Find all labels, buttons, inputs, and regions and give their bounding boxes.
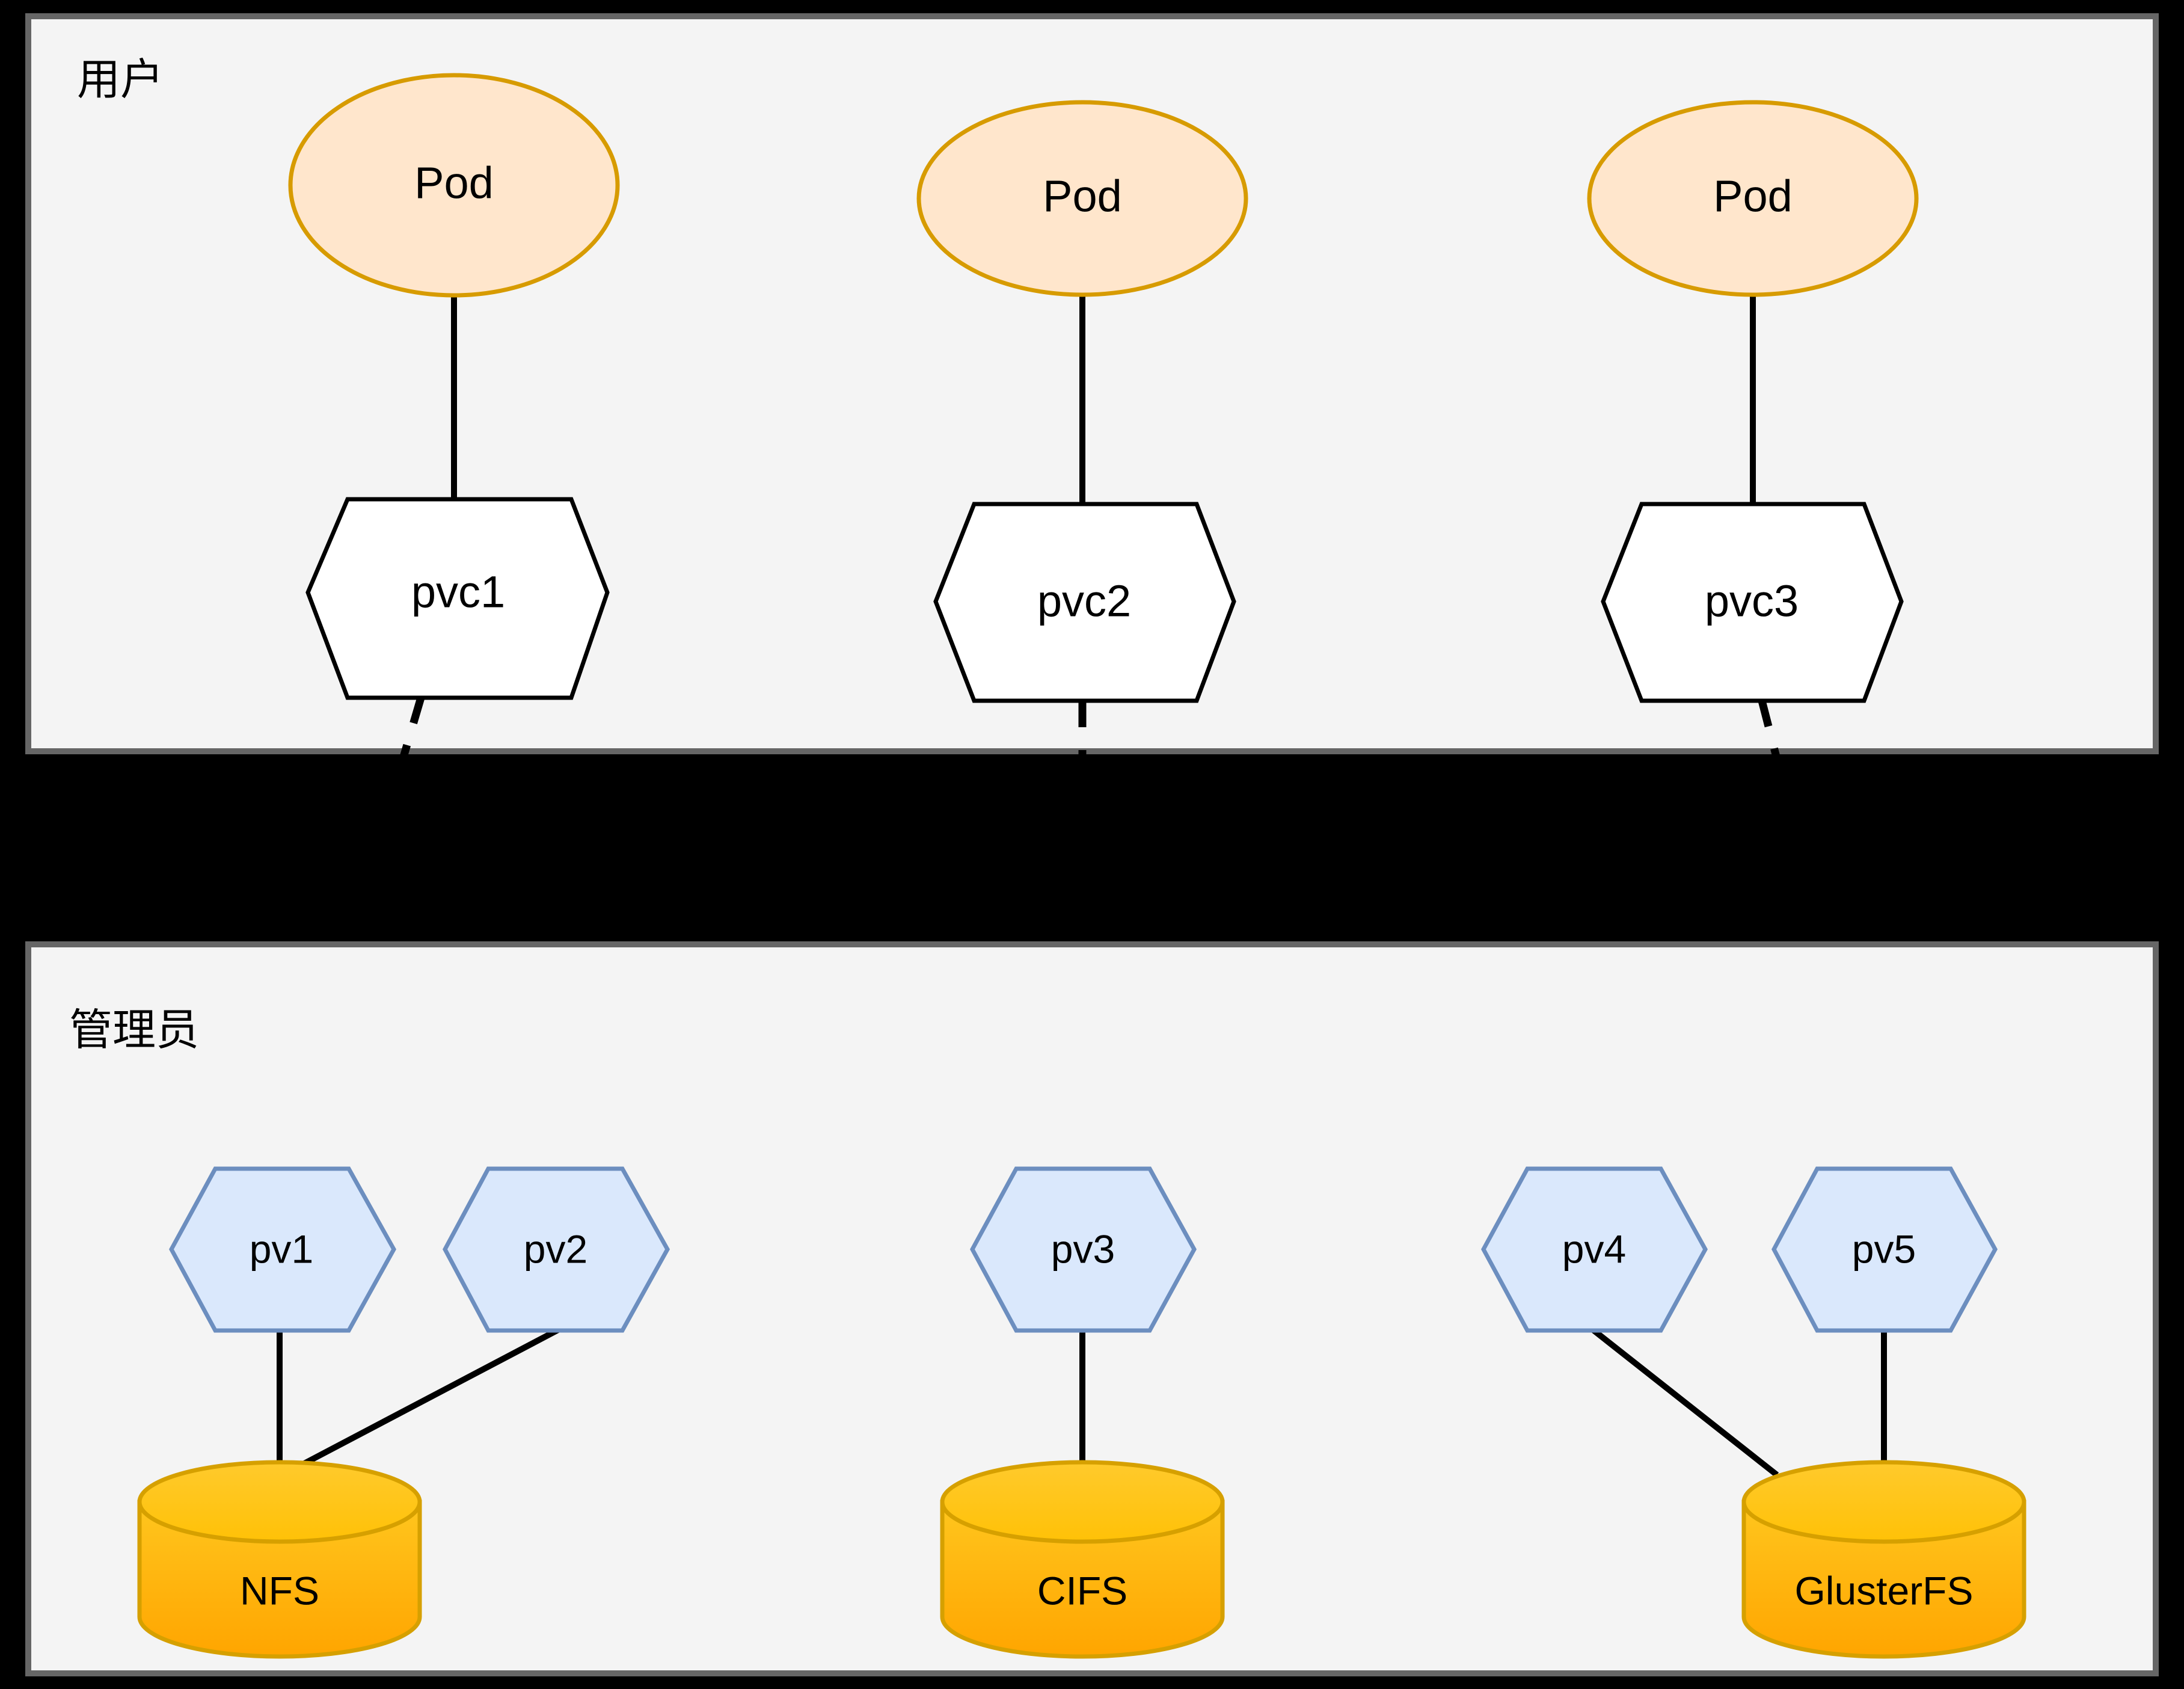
pv-3-hexagon[interactable]	[970, 1166, 1197, 1333]
storage-glusterfs[interactable]: GlusterFS	[1741, 1460, 2026, 1659]
pvc-3-label: pvc3	[1705, 576, 1799, 626]
pvc-1-label: pvc1	[411, 567, 505, 617]
admin-panel-label: 管理员	[69, 1006, 199, 1054]
pv-5[interactable]: pv5	[1771, 1166, 1998, 1333]
pv-3[interactable]: pv3	[970, 1166, 1197, 1333]
pvc-2-label: pvc2	[1037, 576, 1131, 626]
storage-glusterfs-label: GlusterFS	[1794, 1568, 1973, 1613]
storage-nfs-body[interactable]	[137, 1500, 422, 1659]
pod-1-ellipse[interactable]	[288, 73, 620, 298]
pod-3-ellipse[interactable]	[1587, 100, 1919, 297]
pvc-3[interactable]: pvc3	[1601, 502, 1904, 703]
storage-glusterfs-top	[1741, 1460, 2026, 1544]
pv-2-hexagon[interactable]	[443, 1166, 670, 1333]
pvc-2-hexagon[interactable]	[933, 502, 1236, 703]
pvc-1-hexagon[interactable]	[305, 497, 610, 700]
storage-cifs-body[interactable]	[940, 1500, 1225, 1659]
pv-4-label: pv4	[1562, 1226, 1626, 1271]
pod-2-ellipse[interactable]	[916, 100, 1248, 297]
pv-1-hexagon[interactable]	[169, 1166, 397, 1333]
pv-5-hexagon[interactable]	[1771, 1166, 1998, 1333]
pod-1-label: Pod	[414, 158, 494, 208]
pvc-2[interactable]: pvc2	[933, 502, 1236, 703]
pod-2[interactable]: Pod	[916, 100, 1248, 297]
edge-pv2-nfs	[281, 1326, 561, 1478]
storage-glusterfs-body[interactable]	[1741, 1500, 2026, 1659]
pod-3-label: Pod	[1713, 171, 1793, 221]
pv-1-label: pv1	[250, 1226, 313, 1271]
pv-2[interactable]: pv2	[443, 1166, 670, 1333]
pvc-1[interactable]: pvc1	[305, 497, 610, 700]
storage-cifs-label: CIFS	[1037, 1568, 1127, 1613]
pod-3[interactable]: Pod	[1587, 100, 1919, 297]
pv-4[interactable]: pv4	[1481, 1166, 1708, 1333]
pv-5-label: pv5	[1852, 1226, 1916, 1271]
pv-1[interactable]: pv1	[169, 1166, 397, 1333]
pod-2-label: Pod	[1043, 171, 1122, 221]
storage-cifs[interactable]: CIFS	[940, 1460, 1225, 1659]
user-panel-label: 用户	[77, 56, 164, 104]
storage-nfs[interactable]: NFS	[137, 1460, 422, 1659]
pod-1[interactable]: Pod	[288, 73, 620, 298]
pv-3-label: pv3	[1051, 1226, 1115, 1271]
storage-nfs-label: NFS	[240, 1568, 319, 1613]
storage-cifs-top	[940, 1460, 1225, 1544]
pvc-3-hexagon[interactable]	[1601, 502, 1904, 703]
pv-4-hexagon[interactable]	[1481, 1166, 1708, 1333]
pv-2-label: pv2	[524, 1226, 587, 1271]
edge-pv4-glusterfs	[1590, 1327, 1779, 1477]
storage-nfs-top	[137, 1460, 422, 1544]
